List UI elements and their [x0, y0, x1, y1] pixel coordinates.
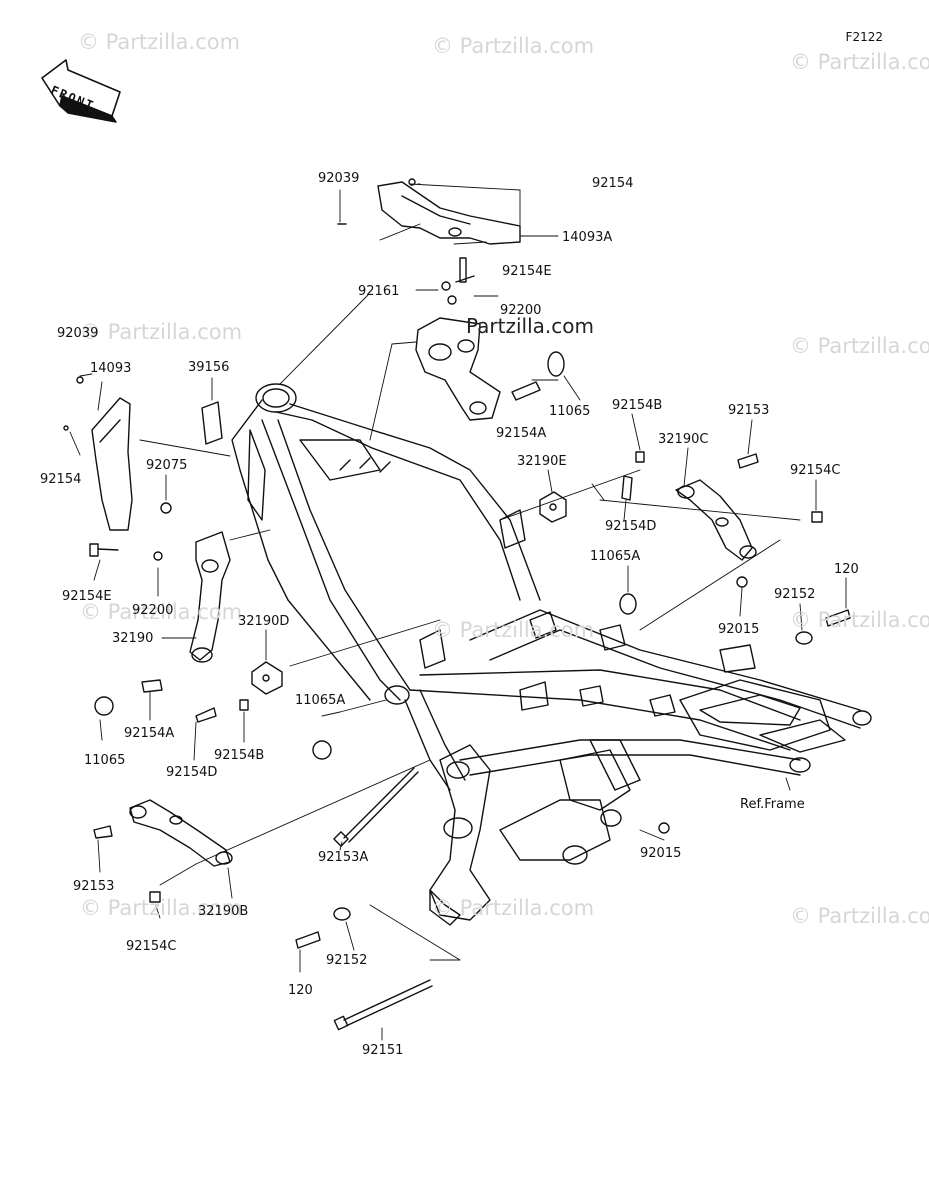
part-label: 120 — [834, 562, 859, 577]
leader-lines — [69, 183, 847, 1041]
plate-39156 — [201, 401, 223, 445]
left-cover-14093 — [91, 397, 133, 531]
part-label: 92154B — [612, 398, 663, 413]
part-label: 92153 — [73, 879, 115, 894]
part-label: 92154 — [40, 472, 82, 487]
part-label: 92154D — [166, 765, 218, 780]
part-label: 32190B — [198, 904, 249, 919]
part-label: 92200 — [500, 303, 542, 318]
part-label: 92200 — [132, 603, 174, 618]
bracket-32190b — [129, 799, 233, 867]
ref-frame-label: Ref.Frame — [740, 797, 805, 812]
plate-32190d — [251, 661, 283, 695]
part-label: 32190D — [238, 614, 290, 629]
watermark: © Partzilla.com — [80, 320, 243, 344]
watermark: © Partzilla.com — [790, 904, 929, 928]
part-label: 92153A — [318, 850, 369, 865]
part-label: 32190 — [112, 631, 154, 646]
part-label: 92154C — [126, 939, 177, 954]
part-label: 14093A — [562, 230, 613, 245]
part-label: 32190C — [658, 432, 709, 447]
watermark: © Partzilla.com — [80, 600, 243, 624]
watermark: © Partzilla.com — [790, 608, 929, 632]
part-label: 11065 — [84, 753, 126, 768]
part-label: 92152 — [326, 953, 368, 968]
part-label: 92161 — [358, 284, 400, 299]
part-label: 11065A — [295, 693, 346, 708]
watermark: © Partzilla.com — [80, 896, 243, 920]
part-label: 92039 — [57, 326, 99, 341]
watermark: © Partzilla.com — [790, 334, 929, 358]
watermark: © Partzilla.com — [790, 50, 929, 74]
part-label: 92154E — [62, 589, 112, 604]
part-label: 92154A — [124, 726, 175, 741]
part-label: 92151 — [362, 1043, 404, 1058]
part-label: 92152 — [774, 587, 816, 602]
part-label: 92075 — [146, 458, 188, 473]
bracket-32190c — [675, 479, 757, 561]
part-label: 92153 — [728, 403, 770, 418]
front-arrow-icon — [41, 59, 121, 123]
part-label: 92154C — [790, 463, 841, 478]
part-label: 39156 — [188, 360, 230, 375]
watermark: © Partzilla.com — [432, 34, 595, 58]
part-label: 92015 — [718, 622, 760, 637]
drawing-id: F2122 — [845, 30, 883, 44]
part-label: 32190E — [517, 454, 567, 469]
center-watermark: Partzilla.com — [466, 314, 594, 338]
part-label: 11065 — [549, 404, 591, 419]
part-label: 92154D — [605, 519, 657, 534]
part-label: 92154E — [502, 264, 552, 279]
part-label: 92039 — [318, 171, 360, 186]
part-label: 11065A — [590, 549, 641, 564]
part-label: 92154B — [214, 748, 265, 763]
bracket-32190 — [189, 531, 231, 663]
plate-32190e — [539, 491, 567, 523]
part-label: 120 — [288, 983, 313, 998]
top-cover-14093a — [377, 181, 521, 245]
watermark: © Partzilla.com — [432, 618, 595, 642]
watermark: © Partzilla.com — [78, 30, 241, 54]
upper-bracket-32190a — [415, 317, 501, 421]
part-label: 92154 — [592, 176, 634, 191]
part-label: 14093 — [90, 361, 132, 376]
bolts — [63, 178, 851, 1031]
part-label: 92015 — [640, 846, 682, 861]
watermark: © Partzilla.com — [432, 896, 595, 920]
part-label: 92154A — [496, 426, 547, 441]
